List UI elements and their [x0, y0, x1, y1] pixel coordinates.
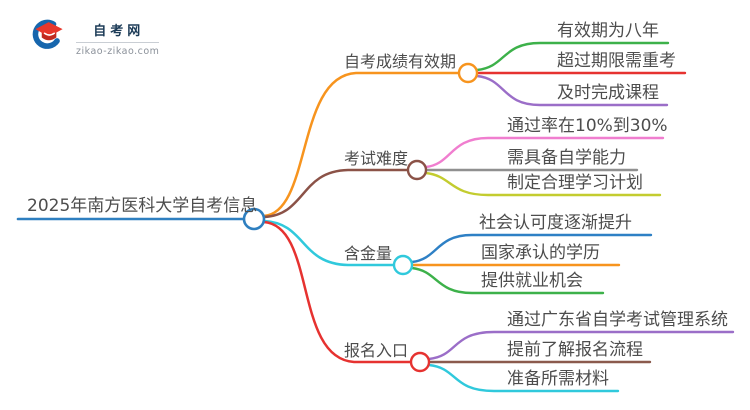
leaf-line-3-3	[410, 266, 605, 295]
leaf-label[interactable]: 提供就业机会	[481, 271, 583, 291]
leaf-label[interactable]: 社会认可度逐渐提升	[479, 213, 632, 233]
branch-4-circle[interactable]	[409, 351, 431, 373]
graduation-cap-icon	[32, 19, 63, 49]
branch-3-connector	[262, 219, 396, 267]
leaf-line-2-3	[424, 171, 662, 197]
leaf-label[interactable]: 及时完成课程	[557, 83, 659, 103]
leaf-line-4-3	[427, 363, 620, 393]
leaf-label[interactable]: 国家承认的学历	[481, 243, 600, 263]
root-node-label[interactable]: 2025年南方医科大学自考信息	[27, 196, 258, 216]
leaf-line-1-3	[475, 74, 669, 107]
branch-label-registration-entry[interactable]: 报名入口	[344, 341, 409, 360]
leaf-label[interactable]: 超过期限需重考	[557, 51, 676, 71]
branch-1-connector	[262, 71, 461, 218]
branch-label-exam-difficulty[interactable]: 考试难度	[344, 149, 409, 168]
leaf-label[interactable]: 提前了解报名流程	[507, 340, 643, 360]
branch-4-connector	[262, 220, 413, 364]
branch-2-connector	[262, 168, 410, 219]
leaf-line-1-1	[475, 41, 670, 72]
leaf-label[interactable]: 通过广东省自学考试管理系统	[507, 310, 728, 330]
branch-1-circle[interactable]	[457, 62, 479, 84]
leaf-label[interactable]: 制定合理学习计划	[507, 173, 643, 193]
site-name: 自考网	[76, 18, 160, 43]
leaf-label[interactable]: 通过率在10%到30%	[507, 116, 668, 136]
leaf-line-3-1	[410, 233, 653, 264]
leaf-label[interactable]: 有效期为八年	[557, 21, 659, 41]
site-domain: zikao-zikao.com	[76, 46, 160, 57]
branch-label-score-validity[interactable]: 自考成绩有效期	[344, 52, 457, 71]
site-logo[interactable]: 自考网 zikao-zikao.com	[30, 18, 160, 57]
branch-2-circle[interactable]	[406, 159, 428, 181]
leaf-label[interactable]: 需具备自学能力	[507, 148, 626, 168]
root-node-circle[interactable]	[242, 207, 266, 231]
leaf-label[interactable]: 准备所需材料	[507, 369, 609, 389]
branch-label-credential-value[interactable]: 含金量	[344, 244, 393, 263]
branch-3-circle[interactable]	[392, 254, 414, 276]
leaf-line-2-1	[424, 136, 665, 169]
leaf-line-4-1	[427, 330, 735, 361]
